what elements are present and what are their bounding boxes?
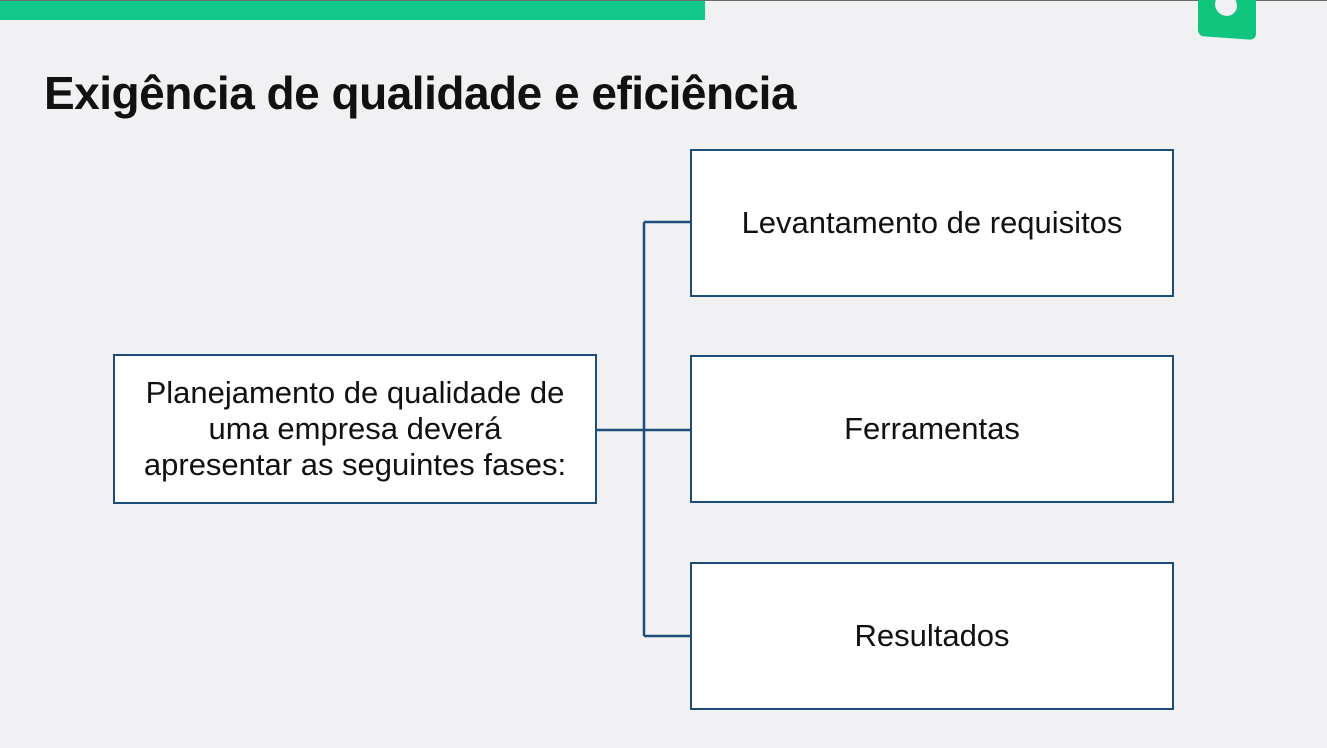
page-title: Exigência de qualidade e eficiência bbox=[44, 67, 797, 119]
progress-fill bbox=[0, 0, 705, 20]
phase-box-resultados: Resultados bbox=[690, 562, 1174, 710]
phase-box-requisitos: Levantamento de requisitos bbox=[690, 149, 1174, 297]
source-box: Planejamento de qualidade de uma empresa… bbox=[113, 354, 597, 504]
source-text: Planejamento de qualidade de uma empresa… bbox=[144, 375, 566, 483]
phase-label: Resultados bbox=[854, 618, 1010, 653]
source-line-2: uma empresa deverá bbox=[208, 411, 502, 446]
phase-box-ferramentas: Ferramentas bbox=[690, 355, 1174, 503]
progress-bar bbox=[0, 0, 1327, 20]
phase-label: Levantamento de requisitos bbox=[741, 205, 1123, 240]
phase-label: Ferramentas bbox=[844, 411, 1020, 446]
progress-track-line bbox=[0, 0, 1327, 1]
source-line-1: Planejamento de qualidade de bbox=[145, 375, 565, 410]
source-line-3: apresentar as seguintes fases: bbox=[143, 447, 567, 482]
